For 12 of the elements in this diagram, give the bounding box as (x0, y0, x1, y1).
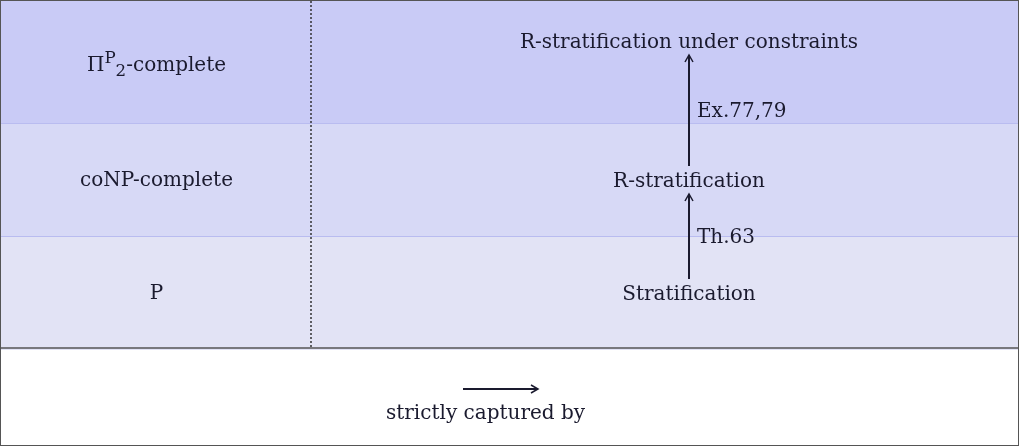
arrow (684, 193, 694, 280)
concept-label: Stratification (622, 281, 756, 305)
legend-label: strictly captured by (386, 400, 586, 424)
concept-label: R-stratification under constraints (520, 29, 858, 53)
complexity-band (1, 1, 1018, 123)
complexity-class-label: P (148, 279, 165, 304)
arrow (684, 54, 694, 167)
complexity-class-label: coNP-complete (79, 166, 234, 191)
concept-label: R-stratification (613, 168, 765, 192)
edge-label: Th.63 (697, 223, 756, 248)
edge-label: Ex.77,79 (697, 97, 787, 122)
complexity-class-label: Π$^{P}$$_{2}$-complete (85, 48, 228, 80)
